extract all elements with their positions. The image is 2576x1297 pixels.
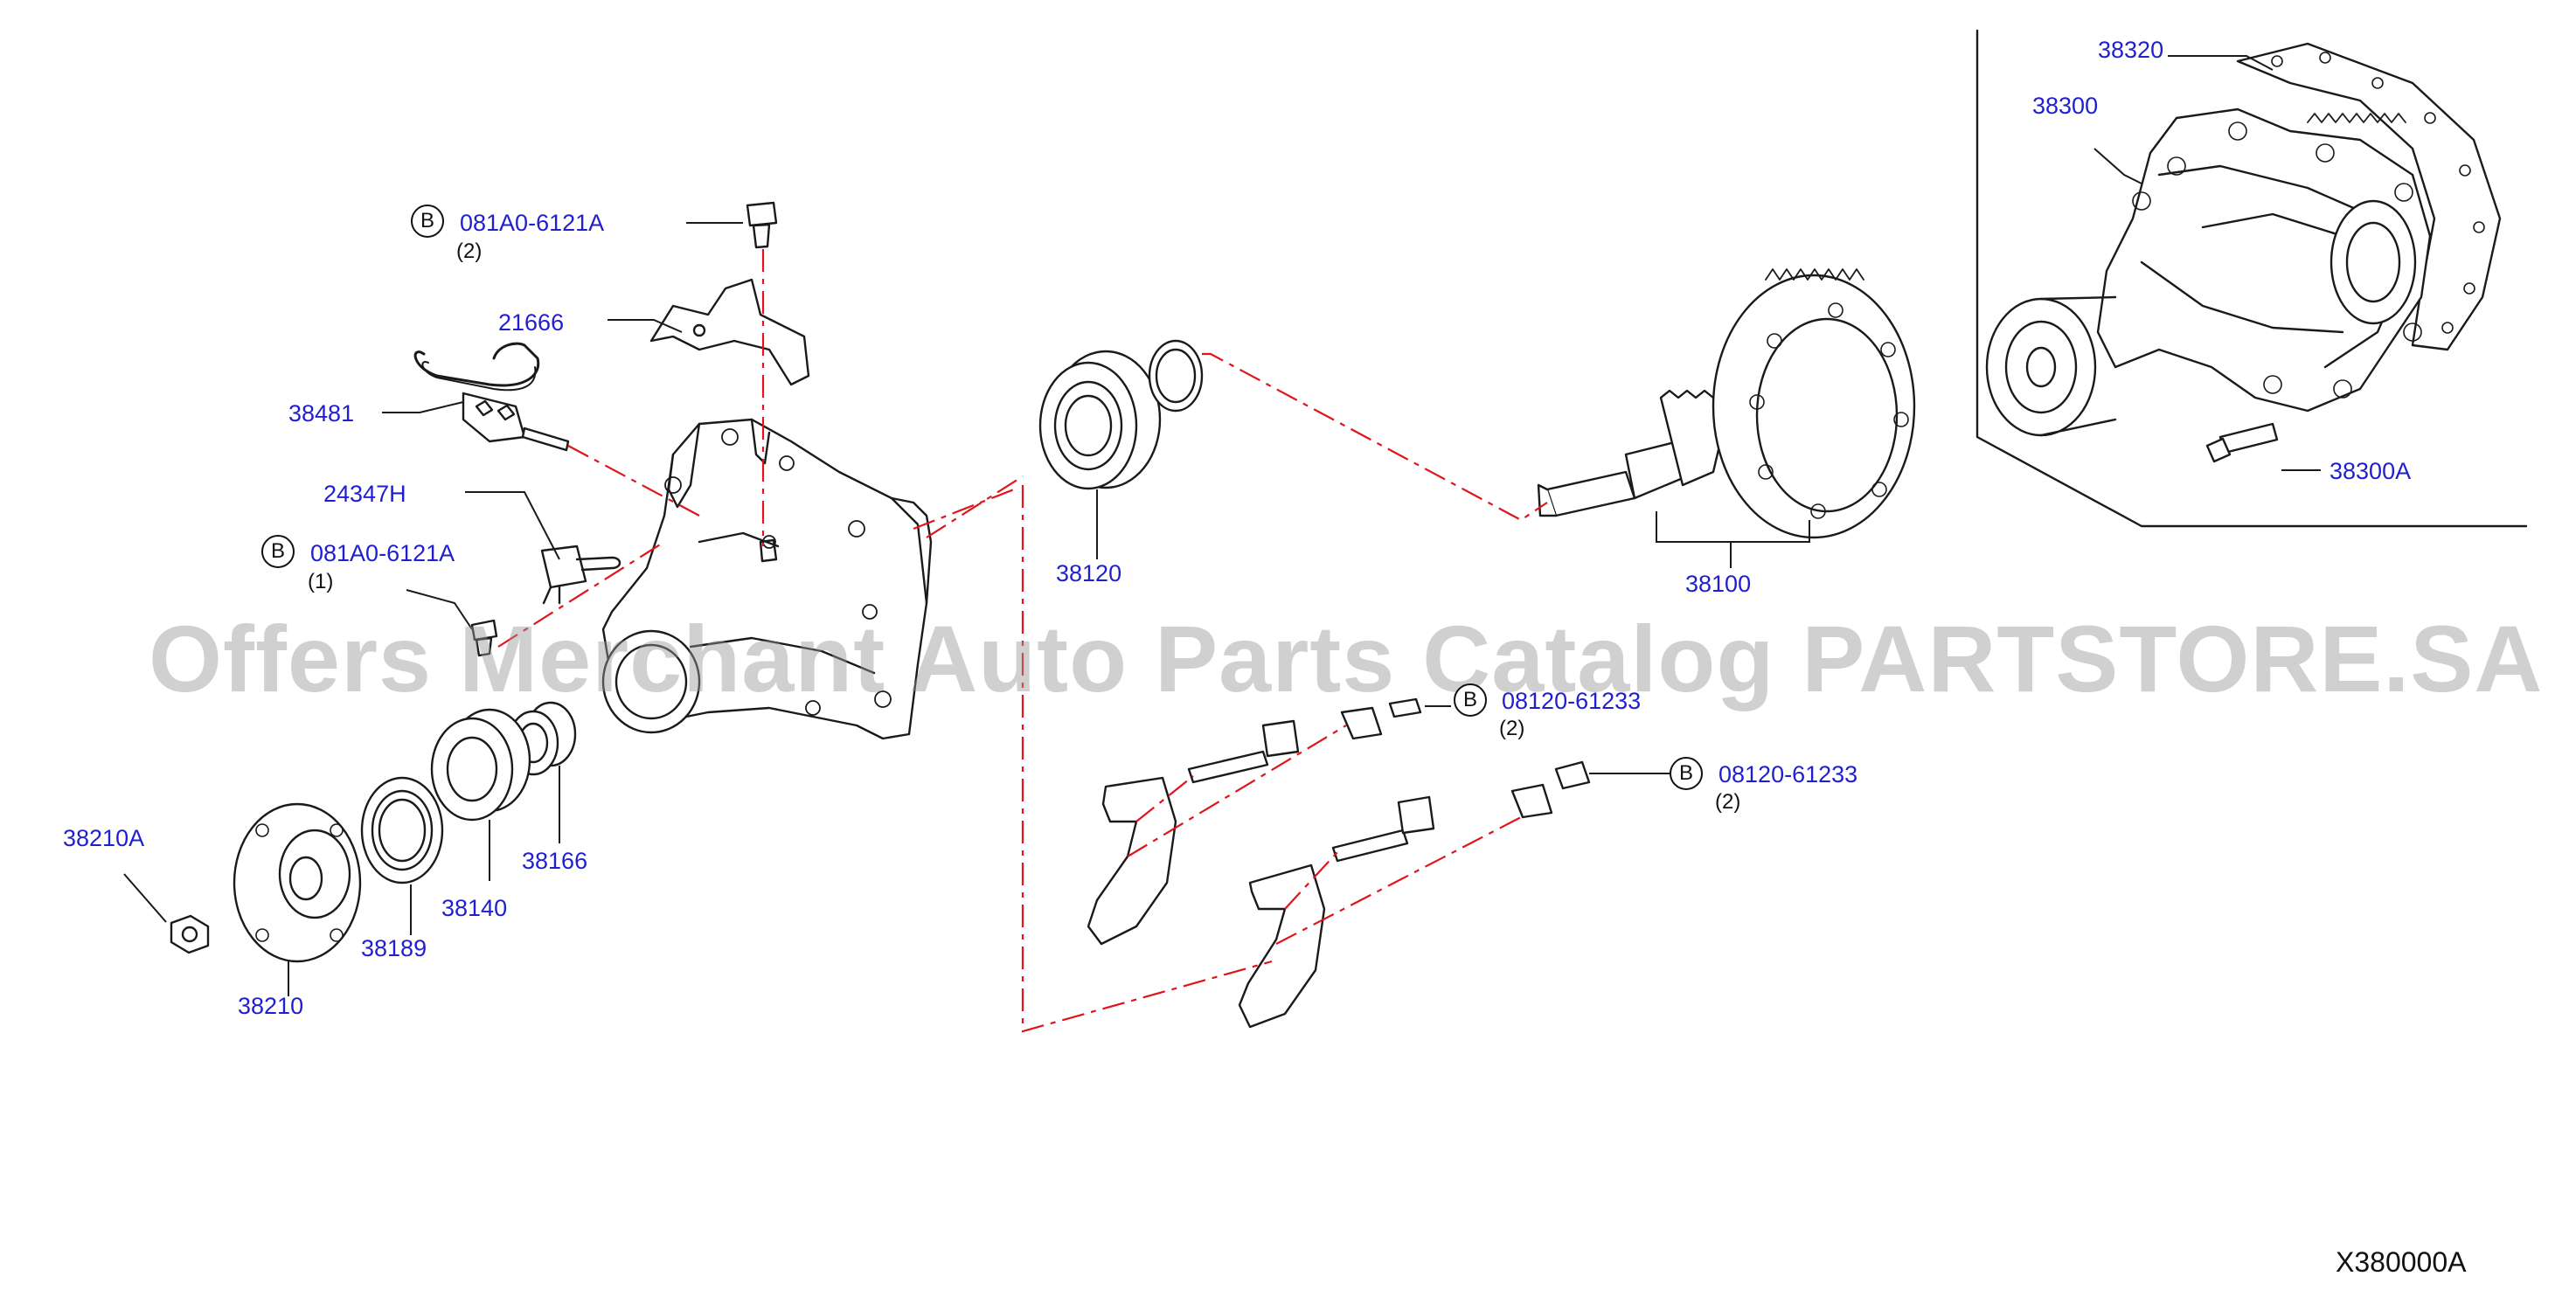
label-24347h[interactable]: 24347H <box>323 481 406 507</box>
bolt-081a0-6121a-top <box>746 201 778 249</box>
lock-plate-bolt-lower <box>1510 760 1591 819</box>
nut-38210a <box>170 914 210 954</box>
label-38210a[interactable]: 38210A <box>63 825 145 851</box>
bolt1-quantity: (2) <box>456 239 483 263</box>
label-38166[interactable]: 38166 <box>522 848 588 874</box>
label-38189[interactable]: 38189 <box>361 935 427 961</box>
label-38210[interactable]: 38210 <box>238 993 304 1019</box>
bolt4-b-mark: B <box>1670 757 1703 790</box>
bolt4-quantity: (2) <box>1715 790 1741 814</box>
bolt3-b-mark: B <box>1454 683 1487 717</box>
label-38120[interactable]: 38120 <box>1056 560 1122 586</box>
inset-frame <box>1975 29 2528 528</box>
leader-lines <box>123 55 2321 996</box>
label-38300[interactable]: 38300 <box>2032 93 2099 119</box>
oil-seal-38189 <box>360 776 444 884</box>
bolt1-b-mark: B <box>411 205 444 238</box>
bolt2-part-number[interactable]: 081A0-6121A <box>310 540 455 566</box>
assembly-dash-lines <box>497 249 1548 1033</box>
label-38140[interactable]: 38140 <box>441 895 508 921</box>
lock-plate-bolt-upper <box>1340 697 1422 740</box>
bolt3-quantity: (2) <box>1499 717 1525 740</box>
companion-flange-38210 <box>233 802 362 963</box>
bolt2-quantity: (1) <box>308 570 334 593</box>
bearing-38140 <box>430 708 531 822</box>
bolt4-part-number[interactable]: 08120-61233 <box>1718 761 1858 787</box>
bolt-38300a <box>2205 422 2279 463</box>
sensor-harness-38481 <box>413 342 570 452</box>
carrier-housing <box>601 418 933 740</box>
bearing-38120 <box>1038 350 1162 490</box>
label-38481[interactable]: 38481 <box>288 400 355 427</box>
watermark-text: Offers Merchant Auto Parts Catalog PARTS… <box>149 606 2544 711</box>
bearing-cap-right <box>1238 795 1435 1029</box>
label-38320[interactable]: 38320 <box>2098 37 2164 63</box>
bolt3-part-number[interactable]: 08120-61233 <box>1502 688 1642 714</box>
bearing-cap-left <box>1087 719 1300 946</box>
bracket-21666 <box>649 278 810 386</box>
differential-assembly-illustration <box>1985 42 2502 437</box>
label-38300a[interactable]: 38300A <box>2330 458 2412 484</box>
shim-ring <box>1148 339 1204 413</box>
bolt1-part-number[interactable]: 081A0-6121A <box>460 210 605 236</box>
gear-set-38100 <box>1537 268 1916 539</box>
label-21666[interactable]: 21666 <box>498 309 565 336</box>
label-38100[interactable]: 38100 <box>1685 571 1752 597</box>
bolt2-b-mark: B <box>261 535 295 568</box>
bolt-081a0-6121a-lower <box>470 619 498 657</box>
sensor-24347h <box>540 544 621 605</box>
diagram-code: X380000A <box>2336 1246 2467 1278</box>
